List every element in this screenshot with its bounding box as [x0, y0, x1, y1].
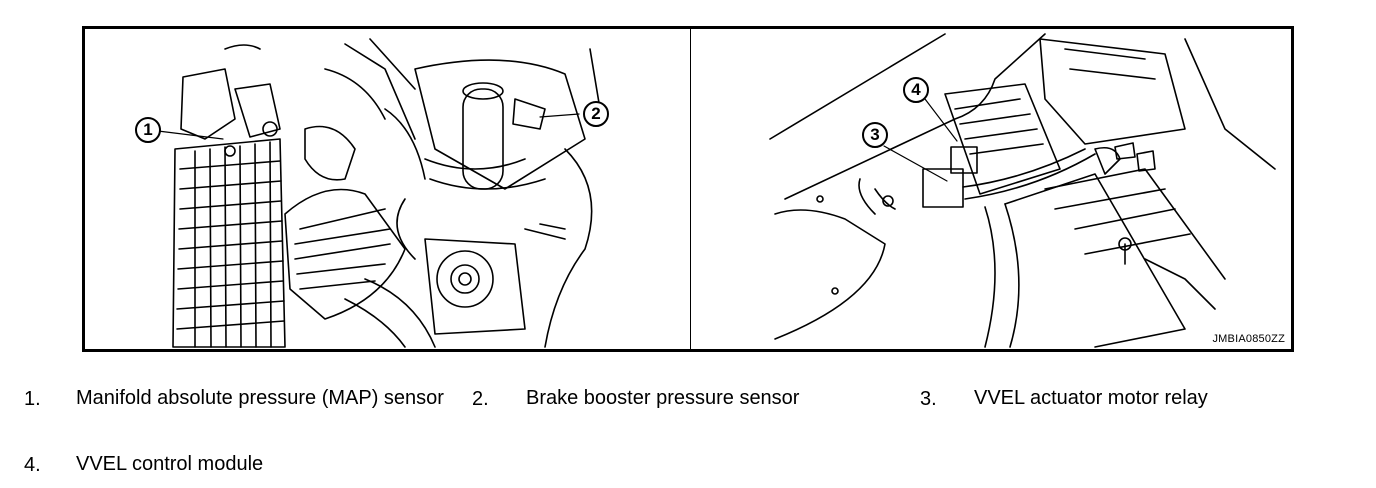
left-leader-lines	[157, 113, 580, 140]
relay-and-harness-drawing	[922, 142, 1156, 348]
vvel-module-drawing	[944, 38, 1186, 195]
intake-duct-drawing	[224, 38, 436, 348]
diagram-figure: 1 2 3 4 JMBIA0850ZZ	[82, 26, 1294, 352]
legend-text-2: Brake booster pressure sensor	[526, 387, 800, 409]
battery-drawing	[1004, 38, 1276, 348]
figure-id: JMBIA0850ZZ	[1212, 333, 1285, 345]
right-leader-lines	[883, 98, 958, 182]
legend-text-4: VVEL control module	[76, 453, 264, 475]
fender-panel-drawing	[769, 33, 1046, 340]
intake-manifold-drawing	[172, 68, 286, 348]
legend-number-4: 4.	[24, 454, 41, 476]
legend-text-1: Manifold absolute pressure (MAP) sensor	[76, 387, 444, 409]
panel-divider	[690, 29, 691, 349]
callout-3: 3	[862, 122, 888, 148]
callout-2: 2	[583, 101, 609, 127]
legend-text-3: VVEL actuator motor relay	[974, 387, 1208, 409]
brake-booster-drawing	[324, 48, 601, 348]
callout-4: 4	[903, 77, 929, 103]
callout-1: 1	[135, 117, 161, 143]
legend-number-3: 3.	[920, 388, 937, 410]
legend-number-1: 1.	[24, 388, 41, 410]
legend-number-2: 2.	[472, 388, 489, 410]
engine-bay-drawings	[157, 33, 1276, 348]
